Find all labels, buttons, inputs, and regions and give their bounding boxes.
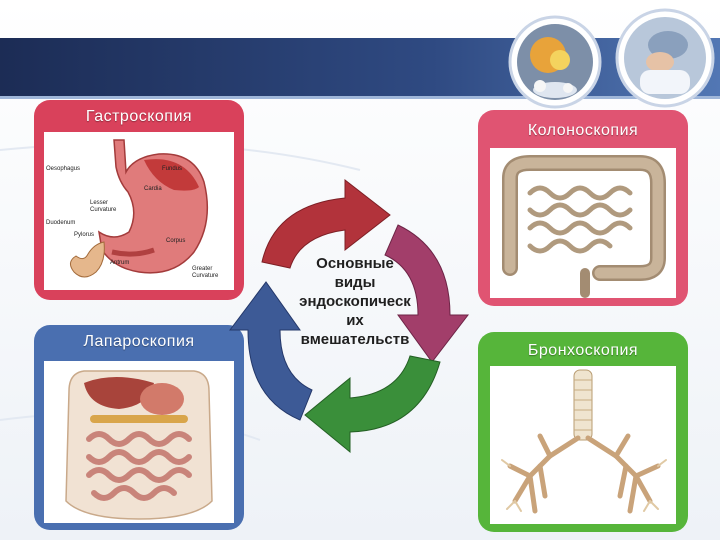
header-band (0, 38, 720, 98)
stomach-illustration: Oesophagus Fundus Cardia Lesser Curvatur… (44, 132, 234, 290)
label-greater-1: Greater (192, 266, 212, 272)
center-line-2: виды (334, 274, 376, 291)
label-cardia: Cardia (144, 186, 162, 192)
photo-circle-pills (508, 15, 602, 109)
photo-circle-doctor (615, 8, 715, 108)
label-corpus: Corpus (166, 238, 185, 244)
card-bronchoscopy: Бронхоскопия (478, 332, 688, 532)
center-line-3: эндоскопическ (299, 293, 411, 310)
label-duodenum: Duodenum (46, 220, 75, 226)
label-antrum: Antrum (110, 260, 129, 266)
label-greater-2: Curvature (192, 273, 219, 279)
card-title-colonoscopy: Колоноскопия (527, 122, 639, 139)
abdomen-illustration (44, 361, 234, 523)
label-lesser-2: Curvature (90, 207, 117, 213)
card-title-bronchoscopy: Бронхоскопия (527, 342, 639, 359)
label-lesser-1: Lesser (90, 200, 108, 206)
center-line-4: их (346, 312, 364, 329)
center-line-1: Основные (316, 255, 394, 272)
card-title-laparoscopy: Лапароскопия (83, 333, 195, 350)
card-title-gastroscopy: Гастроскопия (85, 108, 193, 125)
label-fundus: Fundus (162, 166, 182, 172)
center-caption: Основные виды эндоскопическ их вмешатель… (284, 254, 426, 349)
label-oesophagus: Oesophagus (46, 166, 80, 172)
colon-illustration (490, 148, 676, 298)
card-laparoscopy: Лапароскопия (34, 325, 244, 530)
bronchi-illustration (490, 366, 676, 524)
center-line-5: вмешательств (300, 331, 410, 348)
card-colonoscopy: Колоноскопия (478, 110, 688, 306)
label-pylorus: Pylorus (74, 232, 94, 238)
card-gastroscopy: Гастроскопия Oesophagus Fundus Cardia Le… (34, 100, 244, 300)
